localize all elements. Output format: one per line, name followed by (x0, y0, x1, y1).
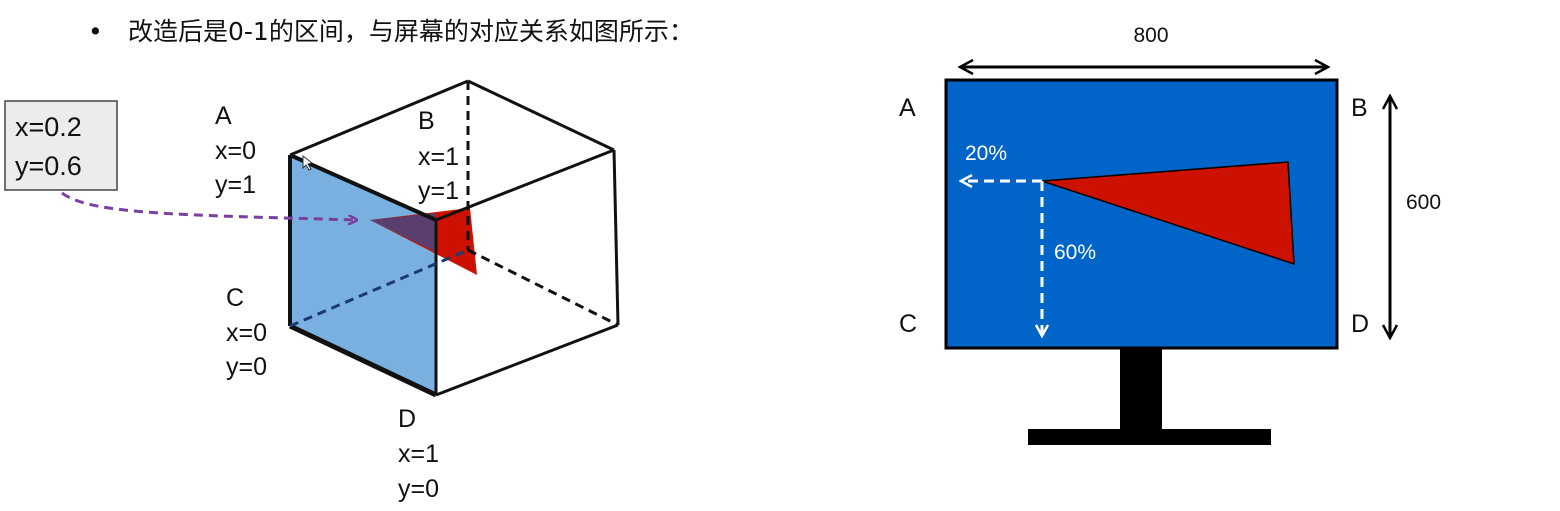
cube-edge (289, 153, 437, 222)
cube-hidden-edge (467, 248, 619, 327)
height-label: 600 (1406, 191, 1441, 214)
svg-text:y=0: y=0 (398, 475, 439, 503)
monitor-corner-c: C (899, 310, 917, 338)
cube-edge (435, 148, 615, 222)
cube-diagram: x=0.2 y=0.6 A x=0 y=1 B x=1 y=1 C x=0 y=… (4, 79, 620, 503)
cube-front-face (290, 155, 436, 395)
svg-text:C: C (226, 284, 244, 312)
cube-edge (288, 323, 438, 398)
y-percent-label: 60% (1054, 241, 1096, 264)
corner-a-label: A x=0 y=1 (215, 102, 256, 199)
monitor-corner-a: A (899, 94, 916, 122)
svg-text:B: B (418, 107, 435, 135)
svg-text:x=0: x=0 (215, 137, 256, 165)
cube-hidden-edge (289, 248, 469, 328)
cube-edge (612, 149, 620, 326)
cube-edge (289, 79, 469, 157)
svg-text:y=0: y=0 (226, 353, 267, 381)
point-y-value: y=0.6 (15, 151, 82, 181)
svg-text:D: D (398, 405, 416, 433)
point-value-box: x=0.2 y=0.6 (4, 100, 118, 191)
monitor-corner-d: D (1351, 310, 1369, 338)
monitor-corner-b: B (1351, 94, 1368, 122)
cube-triangle-overlap (370, 213, 436, 252)
header-text: 改造后是0-1的区间，与屏幕的对应关系如图所示： (128, 17, 694, 46)
svg-text:y=1: y=1 (215, 171, 256, 199)
svg-text:A: A (215, 102, 232, 130)
monitor-stand-neck (1120, 348, 1162, 431)
cube-edge (467, 79, 615, 152)
svg-text:x=1: x=1 (418, 143, 459, 171)
corner-c-label: C x=0 y=0 (226, 284, 267, 381)
screen-red-triangle (1041, 161, 1295, 266)
monitor-stand-base (1028, 429, 1271, 445)
corner-d-label: D x=1 y=0 (398, 405, 439, 503)
x-percent-label: 20% (965, 142, 1007, 165)
cube-edge (435, 323, 619, 397)
cursor-icon (302, 154, 314, 171)
pointer-arrow (61, 191, 356, 220)
svg-text:x=1: x=1 (398, 440, 439, 468)
svg-text:x=0: x=0 (226, 319, 267, 347)
header-line: • 改造后是0-1的区间，与屏幕的对应关系如图所示： (88, 17, 694, 46)
width-label: 800 (1133, 24, 1168, 47)
bullet-marker: • (88, 17, 103, 46)
corner-b-label: B x=1 y=1 (418, 107, 459, 205)
monitor-diagram: 800 600 20% 60% A B C D (899, 24, 1441, 445)
point-x-value: x=0.2 (15, 112, 82, 142)
svg-text:y=1: y=1 (418, 177, 459, 205)
